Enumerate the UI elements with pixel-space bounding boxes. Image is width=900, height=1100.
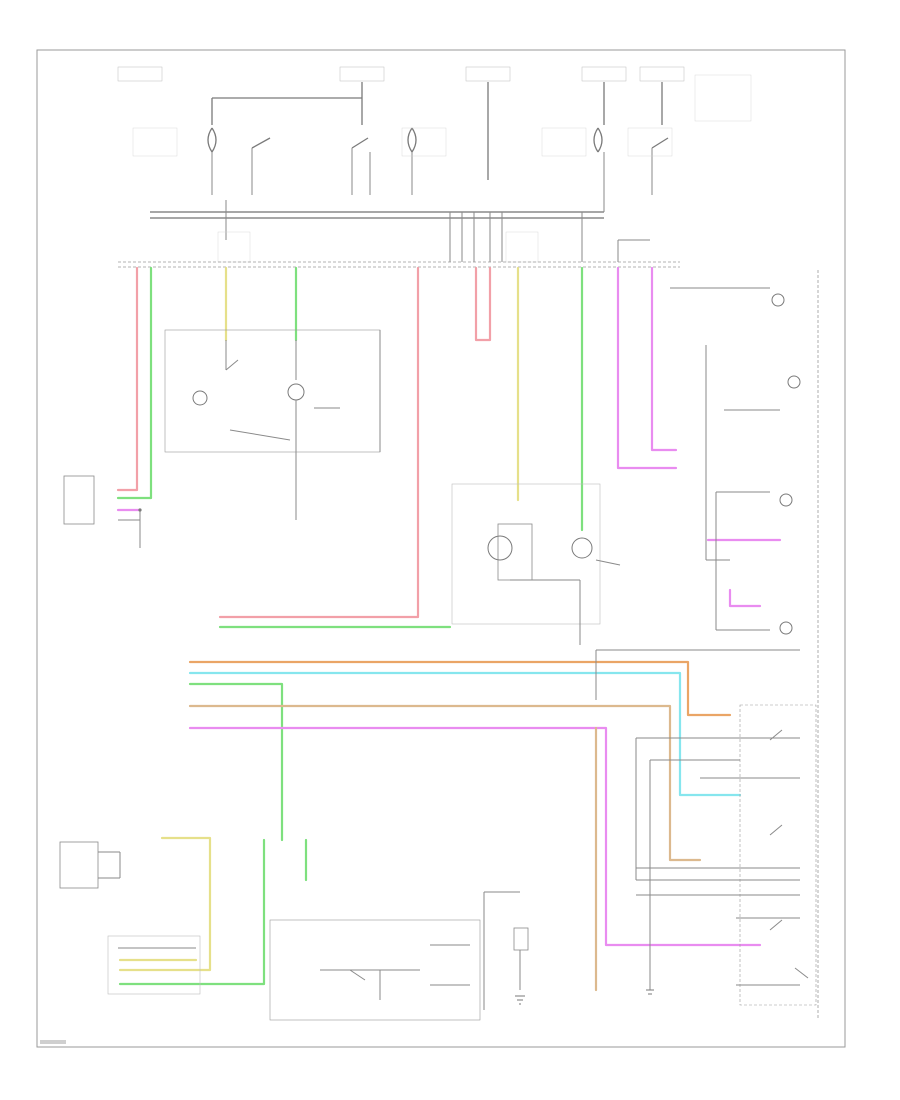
ambient-light-sensor xyxy=(59,841,201,995)
wire-red xyxy=(474,266,492,342)
wire-red xyxy=(218,266,420,619)
lamp-bulb xyxy=(779,621,793,635)
wire-red xyxy=(116,266,139,492)
lamp-bulb xyxy=(487,535,513,561)
fog-lamp-group xyxy=(164,329,381,520)
right-side-lamps xyxy=(595,270,819,1020)
lamp-bulb xyxy=(787,375,801,389)
wire-green xyxy=(116,266,153,500)
lamp-bulb xyxy=(571,537,593,559)
wire-orange xyxy=(188,660,732,717)
wire-cyan xyxy=(188,671,742,797)
wire-pink xyxy=(188,726,762,947)
lamp-bulb xyxy=(771,293,785,307)
lower-center-component xyxy=(483,891,529,1010)
wire-pink xyxy=(728,588,762,608)
lamp-bulb xyxy=(779,493,793,507)
headlamp-module-left xyxy=(63,475,142,548)
wires xyxy=(116,266,782,992)
headlamp-switch-assembly xyxy=(635,704,817,1006)
lamp-bulb xyxy=(287,383,305,401)
wire-yellow xyxy=(118,836,212,972)
diagram-frame xyxy=(36,49,846,1048)
right-headlamp-assembly xyxy=(451,483,621,645)
bus-bars xyxy=(150,200,650,263)
wire-tan xyxy=(188,704,702,862)
drawing-id xyxy=(40,1040,66,1044)
wire-green xyxy=(118,838,266,986)
relay-row xyxy=(132,97,673,212)
top-fuse-feeds xyxy=(117,66,752,180)
wire-green xyxy=(188,682,284,842)
wire-pink xyxy=(650,266,678,452)
instrument-cluster xyxy=(269,919,481,1021)
lamp-bulb xyxy=(192,390,208,406)
wire-pink xyxy=(616,266,678,470)
